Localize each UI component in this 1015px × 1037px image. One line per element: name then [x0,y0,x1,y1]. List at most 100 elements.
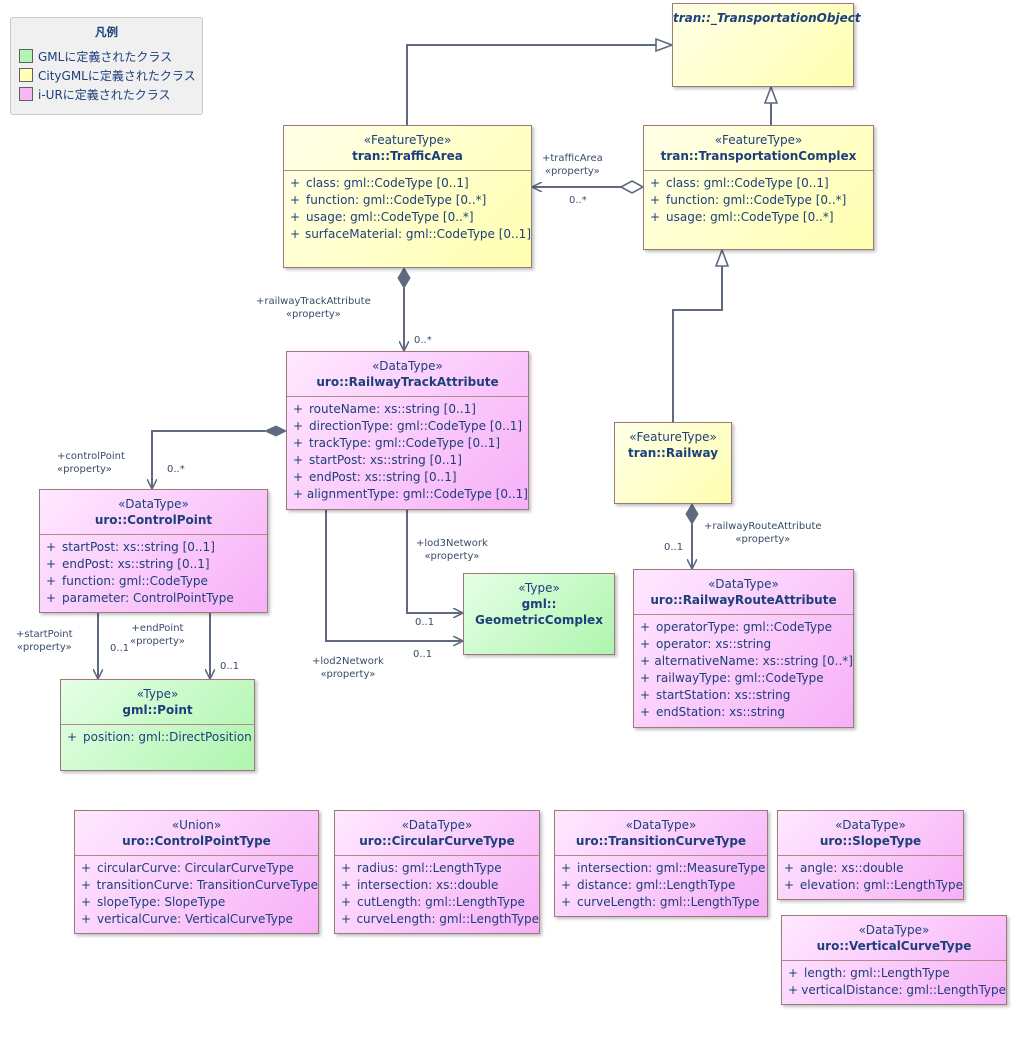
label-endpoint-mult: 0..1 [220,661,240,672]
attribute-text: function: gml::CodeType [62,574,208,588]
class-attribute: +function: gml::CodeType [40,573,267,590]
class-attributes: +radius: gml::LengthType+intersection: x… [335,855,539,928]
attribute-visibility: + [561,878,572,892]
class-vertical-curve-type[interactable]: «DataType»uro::VerticalCurveType+length:… [781,915,1007,1005]
class-circular-curve-type[interactable]: «DataType»uro::CircularCurveType+radius:… [334,810,540,934]
attribute-text: startPost: xs::string [0..1] [62,540,215,554]
composition-controlpoint-line [152,430,265,489]
attribute-visibility: + [81,861,92,875]
attribute-visibility: + [784,878,795,892]
class-header: «DataType»uro::CircularCurveType [335,811,539,855]
class-railway[interactable]: «FeatureType»tran::Railway [614,422,732,504]
attribute-visibility: + [46,557,57,571]
class-attributes: +class: gml::CodeType [0..1]+function: g… [284,170,531,243]
class-point[interactable]: «Type»gml::Point+position: gml::DirectPo… [60,679,255,771]
class-attribute: +angle: xs::double [778,860,963,877]
class-traffic-area[interactable]: «FeatureType»tran::TrafficArea+class: gm… [283,125,532,268]
attribute-text: endPost: xs::string [0..1] [309,470,457,484]
class-stereotype: «Type» [518,581,560,595]
attribute-text: routeName: xs::string [0..1] [309,402,476,416]
class-attribute: +radius: gml::LengthType [335,860,539,877]
attribute-text: operatorType: gml::CodeType [656,620,833,634]
class-stereotype: «FeatureType» [629,430,717,444]
class-railway-route-attribute[interactable]: «DataType»uro::RailwayRouteAttribute+ ope… [633,569,854,728]
attribute-text: radius: gml::LengthType [357,861,502,875]
attribute-visibility: + [46,540,57,554]
class-slope-type[interactable]: «DataType»uro::SlopeType+angle: xs::doub… [777,810,964,900]
class-header: «DataType»uro::TransitionCurveType [555,811,767,855]
class-name: tran::Railway [627,446,719,460]
lod2network-line [325,510,463,641]
attribute-visibility: + [46,591,57,605]
class-attributes: +class: gml::CodeType [0..1]+function: g… [644,170,873,226]
class-attribute: +surfaceMaterial: gml::CodeType [0..1] [284,226,531,243]
class-name: uro::ControlPointType [122,834,271,848]
attribute-text: curveLength: gml::LengthType [356,912,539,926]
class-transportation-object[interactable]: tran::_TransportationObject [672,3,861,87]
attribute-visibility: + [640,654,651,668]
class-name: uro::TransitionCurveType [575,834,747,848]
attribute-text: slopeType: SlopeType [97,895,226,909]
class-header: «DataType»uro::RailwayTrackAttribute [287,352,528,396]
label-endpoint-role: +endPoint «property» [130,623,185,647]
class-attribute: +usage: gml::CodeType [0..*] [644,209,873,226]
class-name: uro::CircularCurveType [359,834,515,848]
attribute-visibility: + [290,210,301,224]
class-control-point-type[interactable]: «Union»uro::ControlPointType+circularCur… [74,810,319,934]
label-lod2network-role: +lod2Network «property» [312,656,384,680]
attribute-text: alternativeName: xs::string [0..*] [654,654,853,668]
class-attributes: +intersection: gml::MeasureType+distance… [555,855,767,911]
class-header: «FeatureType»tran::TrafficArea [284,126,531,170]
class-attribute: +slopeType: SlopeType [75,894,318,911]
attribute-text: verticalDistance: gml::LengthType [801,983,1006,997]
class-attribute: +curveLength: gml::LengthType [555,894,767,911]
class-name: gml:: GeometricComplex [475,597,603,627]
generalization-complex-arrowhead [763,84,779,104]
class-railway-track-attribute[interactable]: «DataType»uro::RailwayTrackAttribute+rou… [286,351,529,510]
class-name: uro::ControlPoint [94,513,213,527]
class-attribute: +alignmentType: gml::CodeType [0..1] [287,486,528,503]
class-control-point[interactable]: «DataType»uro::ControlPoint+startPost: x… [39,489,268,613]
class-transition-curve-type[interactable]: «DataType»uro::TransitionCurveType+inter… [554,810,768,917]
class-header: «FeatureType»tran::Railway [615,423,731,461]
attribute-visibility: + [67,730,78,744]
attribute-visibility: + [650,193,661,207]
legend-label-gml: GMLに定義されたクラス [38,49,173,64]
class-transportation-complex[interactable]: «FeatureType»tran::TransportationComplex… [643,125,874,250]
class-stereotype: «DataType» [372,359,443,373]
class-header: «DataType»uro::RailwayRouteAttribute [634,570,853,614]
attribute-visibility: + [784,861,795,875]
class-stereotype: «Union» [171,818,222,832]
generalization-trafficarea-line [406,44,656,126]
legend-item-citygml: CityGMLに定義されたクラス [19,67,196,83]
attribute-visibility: + [561,895,572,909]
legend-item-gml: GMLに定義されたクラス [19,48,172,64]
class-attribute: +directionType: gml::CodeType [0..1] [287,418,528,435]
legend-swatch-iur [19,87,33,101]
generalization-railway-arrowhead [714,247,730,267]
aggregation-diamond [619,180,645,194]
label-railwaytrackattribute-role: +railwayTrackAttribute «property» [256,296,371,320]
attribute-text: surfaceMaterial: gml::CodeType [0..1] [304,227,531,241]
attribute-text: position: gml::DirectPosition [83,730,252,744]
lod3network-line [406,510,463,613]
attribute-text: usage: gml::CodeType [0..*] [666,210,834,224]
attribute-visibility: + [788,983,799,997]
attribute-text: operator: xs::string [656,637,772,651]
class-stereotype: «DataType» [625,818,697,832]
composition-controlpoint-diamond [263,425,288,437]
class-geometric-complex[interactable]: «Type»gml:: GeometricComplex [463,573,615,655]
class-attributes: +routeName: xs::string [0..1]+directionT… [287,396,528,503]
legend-swatch-gml [19,49,33,63]
attribute-visibility: + [290,227,301,241]
composition-track-diamond [397,267,411,289]
class-attribute: +distance: gml::LengthType [555,877,767,894]
attribute-visibility: + [788,966,799,980]
class-header: «Type»gml:: GeometricComplex [464,574,614,628]
class-attribute: +curveLength: gml::LengthType [335,911,539,928]
legend-item-iur: i-URに定義されたクラス [19,86,171,102]
label-trafficarea-mult: 0..* [569,195,587,206]
attribute-text: parameter: ControlPointType [62,591,234,605]
class-stereotype: «DataType» [401,818,473,832]
attribute-visibility: + [640,671,651,685]
